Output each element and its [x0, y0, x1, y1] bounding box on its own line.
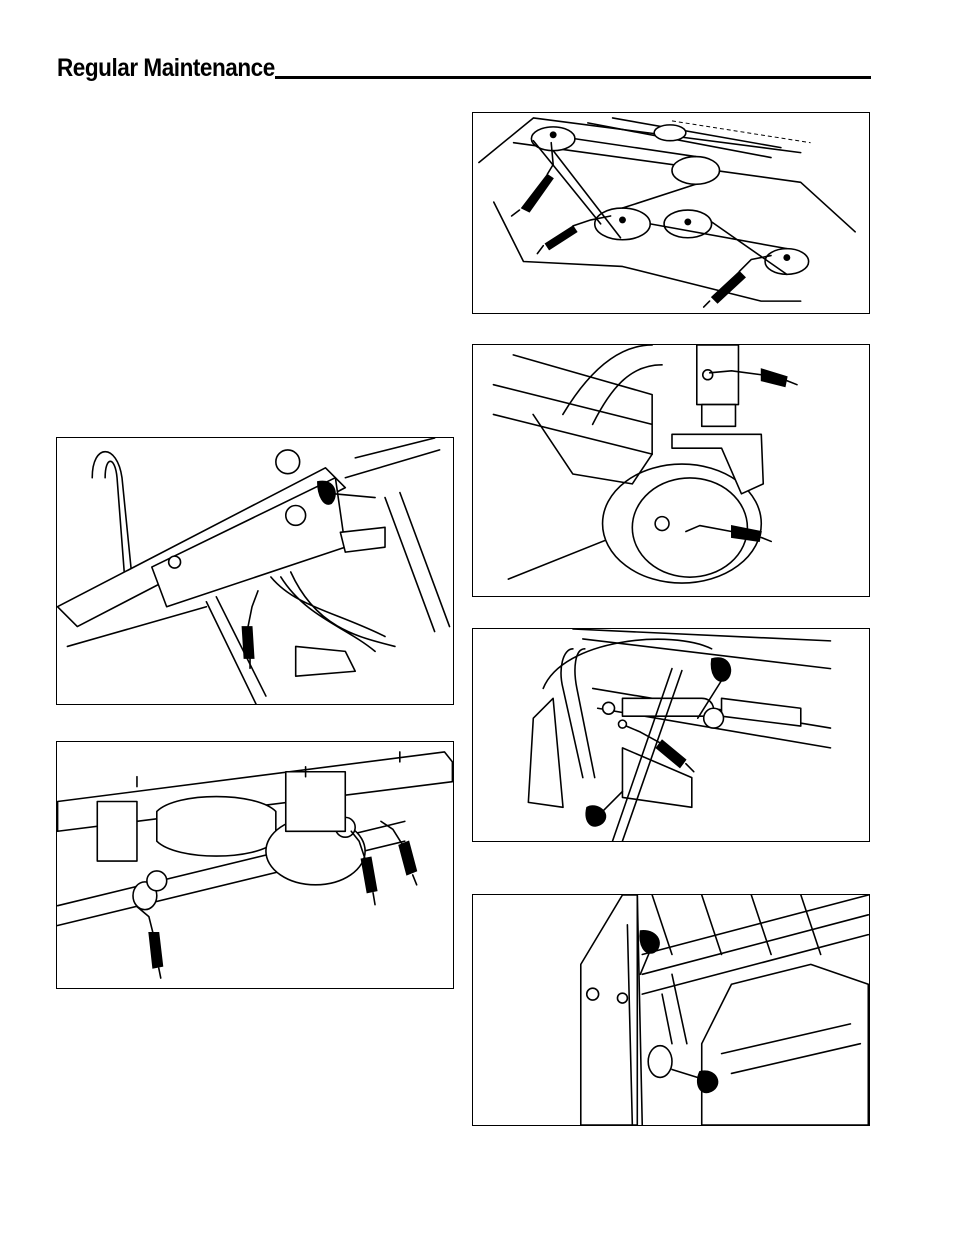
grease-gun-icon: [137, 907, 163, 978]
page-header: Regular Maintenance: [57, 52, 871, 86]
grease-gun-icon: [242, 591, 258, 668]
oil-can-icon: [640, 931, 659, 975]
oil-can-icon: [318, 481, 376, 504]
figure-control-linkage: [472, 628, 870, 842]
grease-gun-icon: [704, 256, 771, 307]
shaft-drawing: [58, 752, 453, 926]
deck-drawing: [479, 118, 855, 301]
oil-can-icon: [586, 791, 623, 826]
figure-deck-pulleys: [472, 112, 870, 314]
figure-caster-wheel: [472, 344, 870, 597]
grease-gun-icon: [381, 821, 417, 884]
linkage-drawing: [528, 629, 830, 841]
grease-gun-icon: [512, 143, 554, 216]
figure-seat-frame: [472, 894, 870, 1126]
caster-drawing: [493, 345, 763, 583]
header-rule: [275, 76, 871, 79]
figure-steering-pivot: [56, 437, 454, 705]
oil-can-icon: [672, 1069, 718, 1092]
pivot-drawing: [57, 438, 449, 704]
figure-lift-shaft: [56, 741, 454, 989]
page-title: Regular Maintenance: [57, 52, 275, 84]
seat-frame-drawing: [581, 895, 869, 1125]
